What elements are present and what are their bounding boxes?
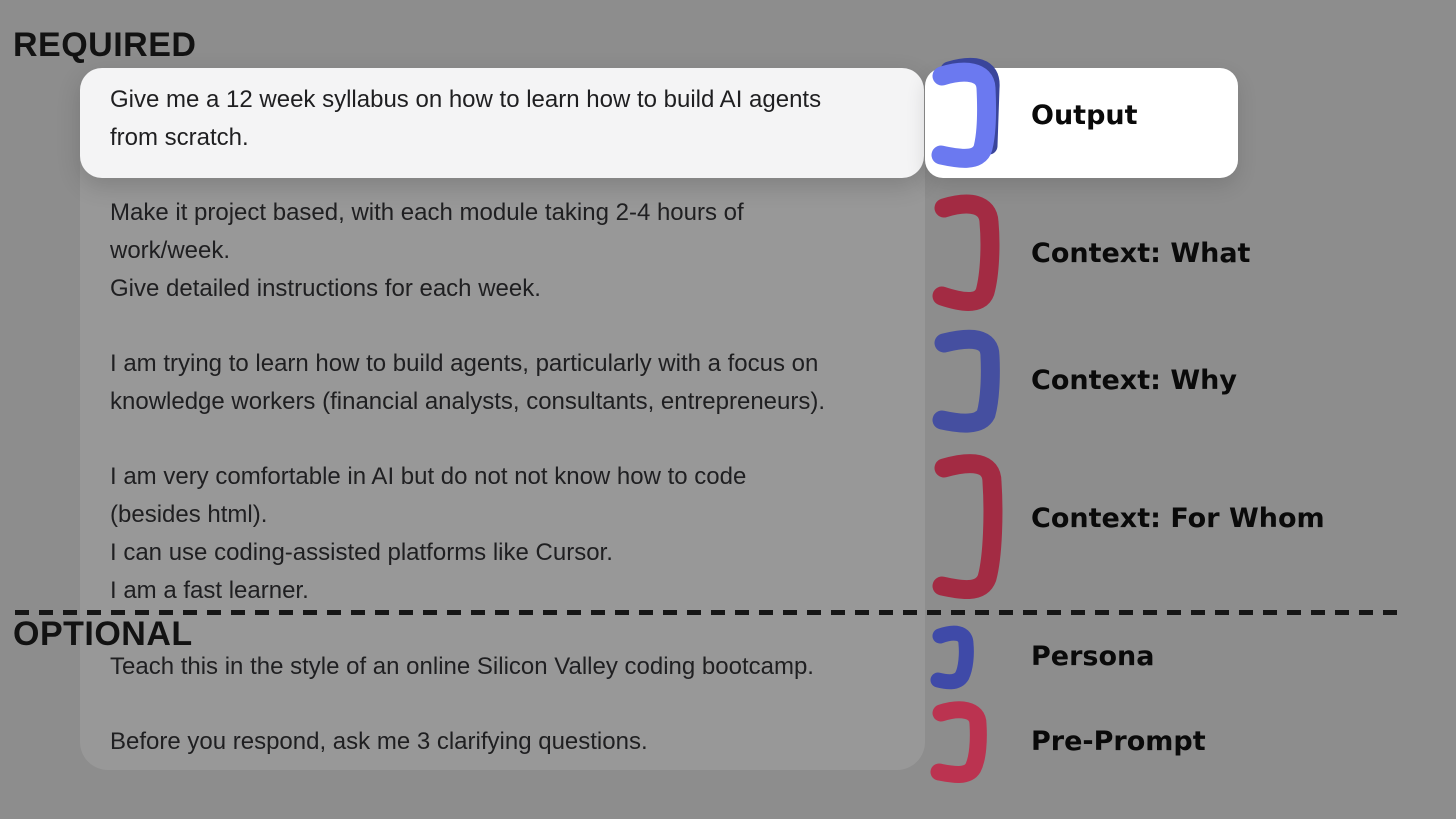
persona-text: Teach this in the style of an online Sil… [110, 648, 814, 686]
optional-heading: OPTIONAL [13, 615, 193, 653]
prompt-line: I am very comfortable in AI but do not n… [110, 463, 747, 490]
prompt-line: I am a fast learner. [110, 577, 309, 604]
pre-prompt-text: Before you respond, ask me 3 clarifying … [110, 723, 648, 761]
bracket-stroke [932, 194, 1000, 311]
bracket-stroke [932, 454, 1003, 599]
bracket-stroke [931, 62, 997, 168]
persona-label: Persona [1031, 641, 1155, 672]
persona-bracket-icon [930, 625, 974, 690]
prompt-line: (besides html). [110, 501, 268, 528]
prompt-line: Before you respond, ask me 3 clarifying … [110, 728, 648, 755]
prompt-line: from scratch. [110, 124, 249, 151]
pre-prompt-bracket-icon [930, 701, 987, 783]
context-why-label: Context: Why [1031, 365, 1237, 396]
pre-prompt-label: Pre-Prompt [1031, 726, 1206, 757]
prompt-panel [80, 68, 925, 770]
prompt-line: work/week. [110, 237, 231, 264]
context-for-whom-text: I am very comfortable in AI but do not n… [110, 458, 746, 610]
bracket-stroke [932, 329, 1000, 433]
prompt-line: Teach this in the style of an online Sil… [110, 653, 814, 680]
output-prompt-box [80, 68, 924, 178]
context-what-text: Make it project based, with each module … [110, 194, 744, 308]
context-for-whom-bracket-icon [932, 454, 1003, 599]
prompt-line: Give me a 12 week syllabus on how to lea… [110, 86, 822, 113]
context-why-text: I am trying to learn how to build agents… [110, 345, 825, 421]
output-label: Output [1031, 100, 1138, 131]
prompt-line: Give detailed instructions for each week… [110, 275, 541, 302]
required-optional-divider [15, 610, 1400, 615]
prompt-line: I am trying to learn how to build agents… [110, 350, 819, 377]
prompt-line: knowledge workers (financial analysts, c… [110, 388, 826, 415]
prompt-line: I can use coding-assisted platforms like… [110, 539, 613, 566]
required-heading: REQUIRED [13, 26, 197, 64]
context-what-bracket-icon [932, 194, 1000, 311]
context-what-label: Context: What [1031, 238, 1251, 269]
context-why-bracket-icon [932, 329, 1000, 433]
bracket-stroke [930, 625, 974, 690]
output-prompt-text: Give me a 12 week syllabus on how to lea… [110, 81, 821, 157]
output-bracket-icon [931, 57, 1000, 168]
bracket-stroke [930, 701, 987, 783]
prompt-line: Make it project based, with each module … [110, 199, 744, 226]
context-for-whom-label: Context: For Whom [1031, 503, 1325, 534]
